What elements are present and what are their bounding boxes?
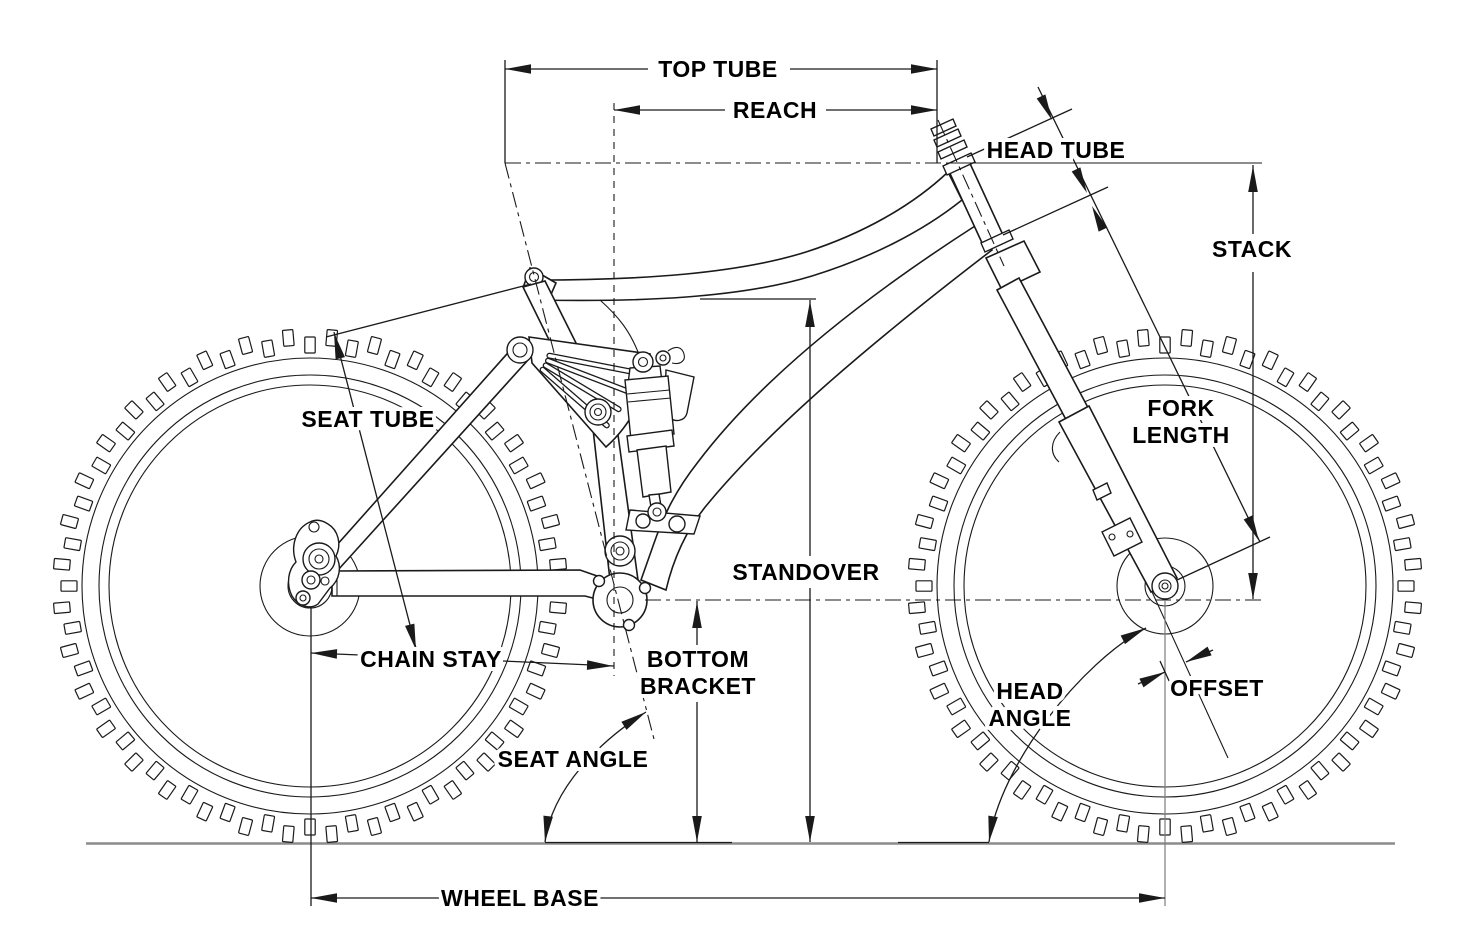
front-brake-caliper: [1101, 517, 1143, 557]
rocker-pivot-mid: [584, 398, 612, 426]
rear-axle: [301, 570, 321, 590]
label-top-tube: TOP TUBE: [658, 56, 777, 82]
label-chain-stay: CHAIN STAY: [360, 646, 502, 672]
label-wheel-base: WHEEL BASE: [441, 885, 599, 911]
label-reach: REACH: [733, 97, 817, 123]
seat-angle-arc: [544, 711, 647, 843]
label-seat-tube: SEAT TUBE: [301, 406, 434, 432]
label-offset: OFFSET: [1170, 675, 1264, 701]
label-head-tube: HEAD TUBE: [987, 137, 1126, 163]
rear-tire-tread: [53, 329, 567, 843]
shock-lever: [655, 350, 671, 366]
dimension-arrows: [311, 64, 1259, 903]
label-fork-length-1: FORK: [1147, 395, 1214, 421]
fork-crown: [984, 239, 1042, 292]
label-bottom-bracket-2: BRACKET: [640, 673, 756, 699]
shock-air-can: [624, 375, 675, 441]
down-tube: [639, 224, 994, 592]
steering-axis: [937, 119, 1005, 267]
seat-tube-axis: [504, 162, 656, 744]
labels: TOP TUBE REACH HEAD TUBE STACK SEAT TUBE…: [297, 52, 1295, 915]
seat-tube-extension: [325, 283, 532, 338]
label-seat-angle: SEAT ANGLE: [498, 746, 649, 772]
label-bottom-bracket-1: BOTTOM: [647, 646, 749, 672]
head-angle-arc: [988, 627, 1147, 843]
shock-upper-eye: [632, 351, 654, 373]
label-standover: STANDOVER: [732, 559, 879, 585]
top-tube-gusset: [599, 299, 639, 353]
shock-lower-eye: [647, 502, 667, 522]
label-head-angle-2: ANGLE: [989, 705, 1072, 731]
chain-stay: [331, 569, 619, 603]
headset-spacers: [937, 139, 968, 160]
frame: [287, 118, 1014, 632]
label-fork-length-2: LENGTH: [1132, 422, 1230, 448]
derailleur-hanger: [295, 590, 311, 606]
rocker-pivot-upper: [506, 336, 534, 364]
rear-shock: [624, 346, 701, 535]
dimension-lines: [310, 60, 1271, 903]
label-head-angle-1: HEAD: [996, 678, 1063, 704]
seat-tube-dimension: [333, 331, 418, 653]
front-axle: [1151, 572, 1179, 600]
label-stack: STACK: [1212, 236, 1292, 262]
construction-lines: [310, 103, 1262, 906]
fork-arch: [1051, 431, 1061, 463]
head-tube-fork-dimension: [1037, 86, 1261, 543]
front-tire-tread: [908, 329, 1422, 843]
main-pivot: [604, 535, 636, 567]
fork: [984, 239, 1179, 600]
rear-pivot: [302, 542, 336, 576]
